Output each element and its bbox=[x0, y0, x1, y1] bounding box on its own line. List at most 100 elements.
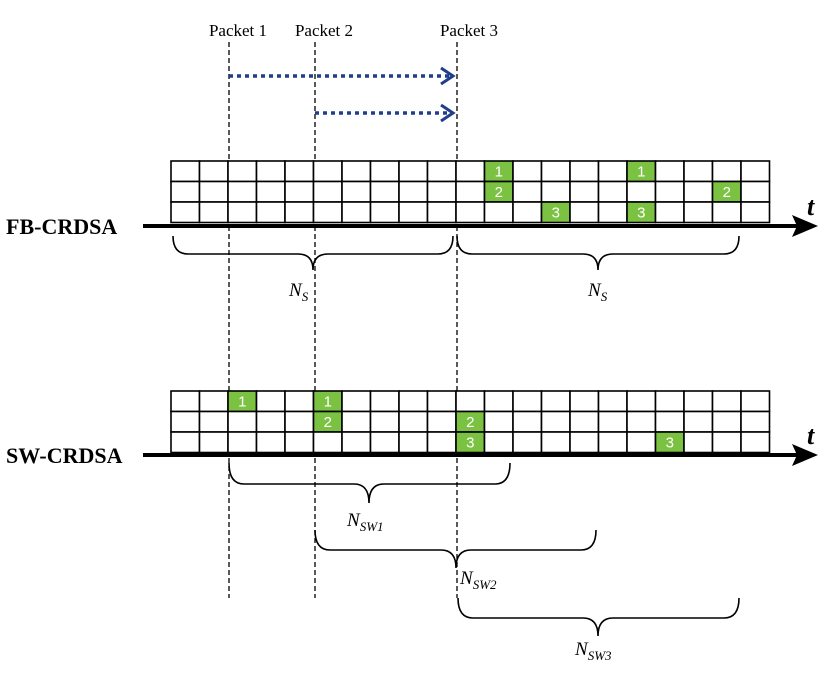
fb-slot bbox=[198, 160, 229, 183]
fb-slot bbox=[540, 160, 571, 183]
sw-slot bbox=[198, 431, 229, 454]
fb-slot bbox=[284, 201, 315, 224]
sw-slot bbox=[369, 390, 400, 413]
fb-slot bbox=[597, 201, 628, 224]
fb-slot bbox=[369, 180, 400, 203]
fb-slot bbox=[312, 201, 343, 224]
fb-slot bbox=[170, 160, 201, 183]
fb-slot bbox=[255, 180, 286, 203]
fb-packet-slot-number: 3 bbox=[552, 204, 560, 221]
fb-time-label: t bbox=[807, 192, 815, 221]
sw-packet-slot-number: 1 bbox=[324, 393, 332, 410]
fb-slot bbox=[455, 160, 486, 183]
sw-slot bbox=[711, 390, 742, 413]
fb-slot bbox=[654, 201, 685, 224]
sw-window-label-1: NSW1 bbox=[346, 510, 384, 534]
fb-slot bbox=[597, 180, 628, 203]
fb-slot bbox=[284, 160, 315, 183]
fb-slot bbox=[512, 201, 543, 224]
fb-slot bbox=[255, 160, 286, 183]
sw-slot bbox=[569, 431, 600, 454]
sw-slot bbox=[512, 410, 543, 433]
fb-slot bbox=[227, 180, 258, 203]
sw-slot bbox=[170, 390, 201, 413]
sw-slot bbox=[597, 390, 628, 413]
fb-slot bbox=[711, 160, 742, 183]
fb-frame-label-1: NS bbox=[288, 280, 309, 304]
sw-slot bbox=[426, 410, 457, 433]
fb-slot bbox=[227, 201, 258, 224]
sw-slot bbox=[426, 431, 457, 454]
fb-crdsa-time-axis bbox=[143, 215, 818, 237]
fb-slot bbox=[512, 160, 543, 183]
sw-window-brace-2 bbox=[314, 529, 597, 569]
sw-slot bbox=[312, 431, 343, 454]
sw-slot bbox=[626, 410, 657, 433]
sw-slot bbox=[654, 410, 685, 433]
sw-slot bbox=[740, 410, 771, 433]
fb-slot bbox=[426, 160, 457, 183]
sw-slot bbox=[683, 410, 714, 433]
sw-window-brace-1 bbox=[228, 462, 511, 504]
fb-slot bbox=[626, 180, 657, 203]
fb-slot bbox=[654, 180, 685, 203]
fb-packet-slot-number: 1 bbox=[637, 163, 645, 180]
sw-packet-slot-number: 1 bbox=[238, 393, 246, 410]
fb-slot bbox=[170, 201, 201, 224]
fb-slot bbox=[398, 180, 429, 203]
sw-slot bbox=[398, 431, 429, 454]
sw-window-brace-3 bbox=[457, 597, 740, 637]
sw-window-label-2: NSW2 bbox=[459, 568, 497, 592]
sw-slot bbox=[540, 431, 571, 454]
sw-slot bbox=[540, 390, 571, 413]
sw-slot bbox=[198, 390, 229, 413]
sw-slot bbox=[227, 431, 258, 454]
sw-slot bbox=[341, 410, 372, 433]
packet-3-label: Packet 3 bbox=[440, 21, 498, 40]
fb-slot bbox=[255, 201, 286, 224]
fb-slot bbox=[426, 180, 457, 203]
fb-crdsa-label: FB-CRDSA bbox=[6, 214, 117, 239]
fb-slot bbox=[284, 180, 315, 203]
sw-crdsa-time-axis bbox=[143, 444, 818, 466]
sw-slot bbox=[654, 390, 685, 413]
fb-slot bbox=[341, 180, 372, 203]
fb-packet-slot-number: 2 bbox=[723, 184, 731, 201]
fb-slot bbox=[227, 160, 258, 183]
sw-slot bbox=[711, 431, 742, 454]
fb-slot bbox=[654, 160, 685, 183]
fb-slot bbox=[398, 201, 429, 224]
packet-2-label: Packet 2 bbox=[295, 21, 353, 40]
sw-crdsa-label: SW-CRDSA bbox=[6, 443, 123, 468]
sw-slot bbox=[170, 410, 201, 433]
sw-slot bbox=[284, 390, 315, 413]
sw-slot bbox=[597, 410, 628, 433]
sw-slot bbox=[369, 431, 400, 454]
sw-slot bbox=[569, 390, 600, 413]
fb-slot bbox=[540, 180, 571, 203]
fb-slot bbox=[198, 180, 229, 203]
sw-slot bbox=[170, 431, 201, 454]
fb-slot bbox=[569, 201, 600, 224]
sw-slot bbox=[255, 390, 286, 413]
fb-slot bbox=[455, 201, 486, 224]
sw-slot bbox=[398, 410, 429, 433]
fb-slot bbox=[312, 180, 343, 203]
sw-slot bbox=[198, 410, 229, 433]
fb-slot bbox=[569, 160, 600, 183]
fb-frame-brace-2 bbox=[456, 235, 740, 271]
sw-slot bbox=[683, 431, 714, 454]
fb-slot bbox=[398, 160, 429, 183]
sw-slot bbox=[540, 410, 571, 433]
fb-slot bbox=[740, 201, 771, 224]
fb-slot bbox=[170, 180, 201, 203]
fb-slot bbox=[569, 180, 600, 203]
fb-packet-slot-number: 1 bbox=[495, 163, 503, 180]
sw-slot bbox=[483, 390, 514, 413]
fb-slot bbox=[740, 180, 771, 203]
sw-slot bbox=[483, 431, 514, 454]
sw-slot bbox=[369, 410, 400, 433]
fb-slot bbox=[683, 160, 714, 183]
